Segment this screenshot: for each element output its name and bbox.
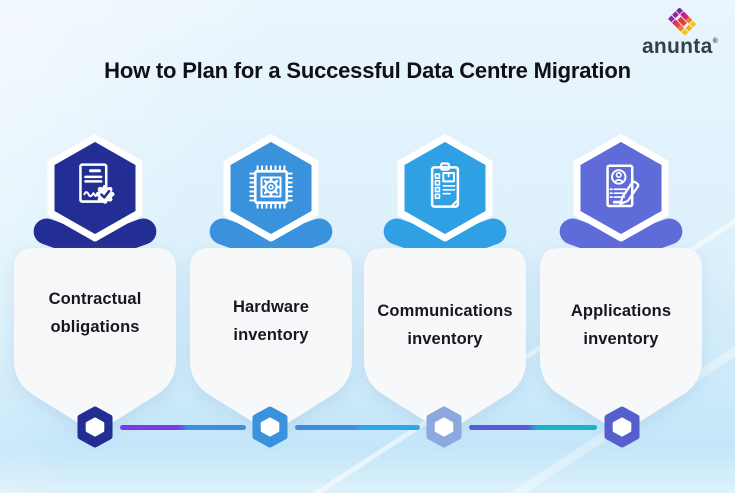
card-shape xyxy=(190,248,352,430)
step-label: Applications inventory xyxy=(570,302,672,348)
step-label: Contractual obligations xyxy=(48,290,142,336)
application-form-icon xyxy=(559,134,683,258)
step-card: Communications inventory xyxy=(364,248,526,438)
checklist-clipboard-icon xyxy=(383,134,507,258)
timeline-node-hexagon xyxy=(426,406,462,448)
timeline-connector xyxy=(469,425,597,430)
step-label: Hardware inventory xyxy=(232,298,309,344)
hand-holding-shape xyxy=(383,218,507,258)
package-box-glyph xyxy=(442,172,455,183)
timeline-node-hexagon xyxy=(604,406,640,448)
hexagon-badge xyxy=(573,134,669,242)
hand-holding-shape xyxy=(209,218,333,258)
gear-icon xyxy=(261,177,281,197)
timeline-connector xyxy=(120,425,246,430)
step-card: Hardware inventory xyxy=(190,248,352,438)
step-card: Contractual obligations xyxy=(14,248,176,438)
hand-holding-shape xyxy=(33,218,157,258)
card-shape xyxy=(540,248,702,430)
timeline-connector xyxy=(295,425,420,430)
checkmark-icon xyxy=(100,189,111,199)
pencil-glyph xyxy=(619,180,640,205)
hexagon-badge xyxy=(397,134,493,242)
step-card: Applications inventory xyxy=(540,248,702,438)
contract-document-icon xyxy=(33,134,157,258)
anunta-logo-text: anunta® xyxy=(641,35,719,58)
timeline-node-hexagon xyxy=(252,406,288,448)
anunta-logo: anunta® xyxy=(638,8,722,57)
timeline-node-hexagon xyxy=(77,406,113,448)
hexagon-badge xyxy=(223,134,319,242)
card-shape xyxy=(364,248,526,430)
anunta-logo-mark xyxy=(667,8,696,36)
cpu-chip-icon xyxy=(209,134,333,258)
hexagon-badge xyxy=(47,134,143,242)
avatar-glyph xyxy=(611,169,627,185)
card-shape xyxy=(14,248,176,430)
hand-holding-shape xyxy=(559,218,683,258)
infographic-title: How to Plan for a Successful Data Centre… xyxy=(104,58,631,83)
step-label: Communications inventory xyxy=(377,302,513,348)
